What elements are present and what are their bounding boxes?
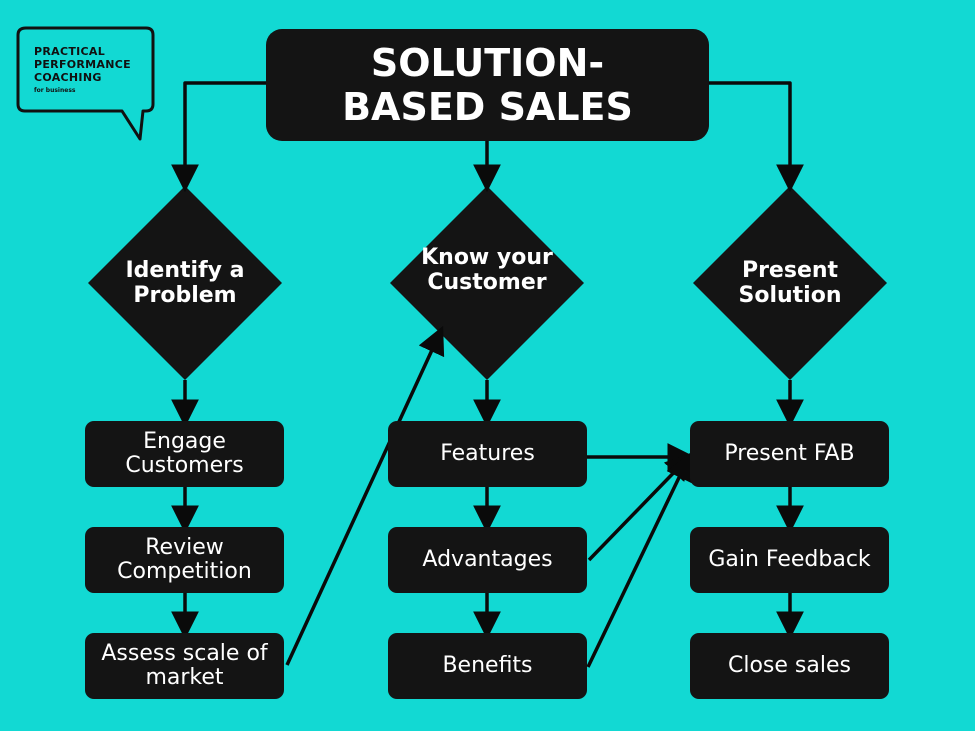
step-label: Assess scale of market <box>101 641 268 690</box>
step-label: Engage Customers <box>125 429 244 478</box>
arrow-advantages-to-fab <box>587 452 694 562</box>
step-label: Review Competition <box>117 535 252 584</box>
decision-label-present: Present Solution <box>738 258 842 308</box>
step-box-benefits: Benefits <box>388 633 587 699</box>
step-box-advantages: Advantages <box>388 527 587 593</box>
step-label: Close sales <box>728 653 851 678</box>
step-box-present-fab: Present FAB <box>690 421 889 487</box>
arrow-benefits-to-fab <box>586 451 692 668</box>
logo-tagline: for business <box>34 87 76 94</box>
step-label: Advantages <box>422 547 553 572</box>
step-box-features: Features <box>388 421 587 487</box>
step-box-close-sales: Close sales <box>690 633 889 699</box>
step-label: Benefits <box>442 653 533 678</box>
step-label: Gain Feedback <box>708 547 871 572</box>
step-box-gain-feedback: Gain Feedback <box>690 527 889 593</box>
logo-line-1: PRACTICAL <box>34 45 106 58</box>
step-box-assess: Assess scale of market <box>85 633 284 699</box>
brand-logo: PRACTICAL PERFORMANCE COACHING for busin… <box>17 28 153 112</box>
logo-line-2: PERFORMANCE <box>34 58 131 71</box>
arrow-title-to-present <box>709 81 804 193</box>
decision-label-know: Know your Customer <box>421 245 553 295</box>
arrow-title-to-identify <box>171 81 266 193</box>
step-label: Present FAB <box>724 441 855 466</box>
step-label: Features <box>440 441 535 466</box>
title-box: SOLUTION-BASED SALES <box>266 29 709 141</box>
step-box-engage: Engage Customers <box>85 421 284 487</box>
decision-label-identify: Identify a Problem <box>125 258 245 308</box>
decision-diamond-present <box>693 186 887 380</box>
arrow-assess-to-know <box>285 325 445 666</box>
logo-wordmark: PRACTICAL PERFORMANCE COACHING <box>34 45 131 84</box>
decision-diamond-identify <box>88 186 282 380</box>
page-title: SOLUTION-BASED SALES <box>342 41 633 129</box>
logo-line-3: COACHING <box>34 71 102 84</box>
logo-bubble <box>16 26 155 141</box>
step-box-review: Review Competition <box>85 527 284 593</box>
